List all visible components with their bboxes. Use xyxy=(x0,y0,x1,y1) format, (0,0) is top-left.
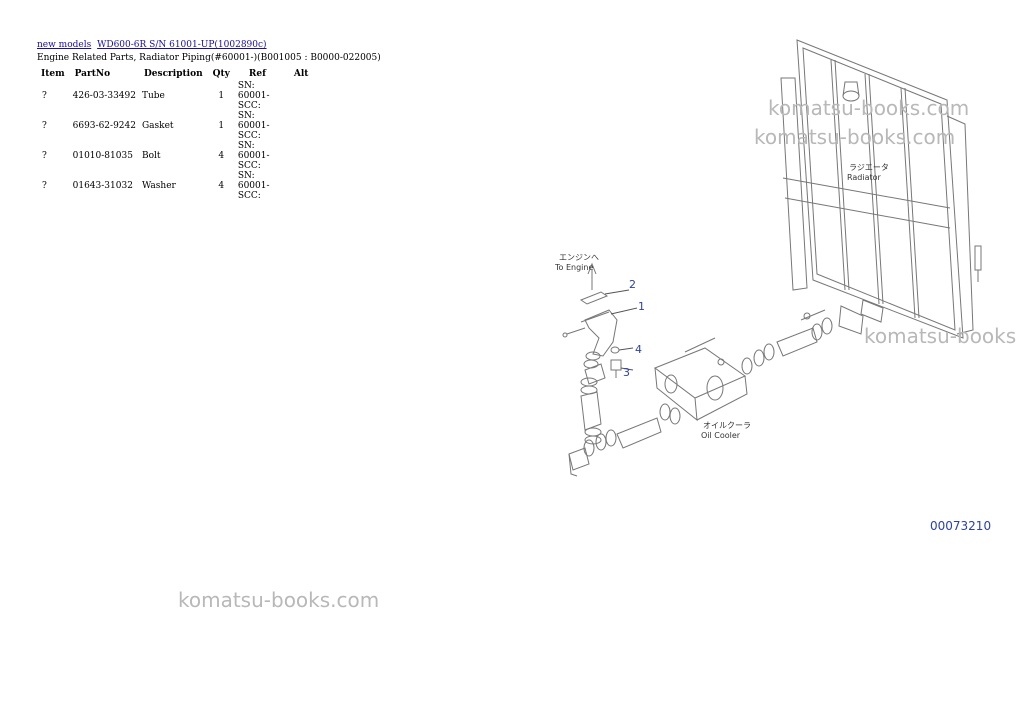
cell-alt xyxy=(289,81,314,111)
oil-cooler-drawing xyxy=(653,337,748,422)
oil-cooler-label: Oil Cooler xyxy=(701,431,741,440)
ref-sn: SN: 60001- xyxy=(237,81,270,101)
header-ref: Ref xyxy=(248,68,266,79)
callout-4: 4 xyxy=(635,343,642,356)
cell-qty: 4 xyxy=(218,181,225,191)
engine-label: To Engine xyxy=(554,263,593,272)
breadcrumb-link-new-models[interactable]: new models xyxy=(37,40,92,50)
cell-item: ? xyxy=(42,91,47,101)
ref-sn: SN: 60001- xyxy=(237,171,270,191)
callout-1: 1 xyxy=(638,300,645,313)
radiator-outlet-pipes xyxy=(741,299,884,375)
ref-sn: SN: 60001- xyxy=(237,141,270,161)
header-partno: PartNo xyxy=(74,68,111,79)
cell-qty: 4 xyxy=(218,151,225,161)
cell-alt xyxy=(289,171,314,201)
cell-description: Gasket xyxy=(141,121,174,131)
watermark: komatsu-books.com xyxy=(768,96,970,120)
breadcrumb: new models WD600-6R S/N 61001-UP(1002890… xyxy=(37,40,270,50)
callout-leaders xyxy=(604,289,638,371)
cell-item: ? xyxy=(42,121,47,131)
cell-item: ? xyxy=(42,151,47,161)
oil-cooler-label-jp: オイルクーラ xyxy=(703,421,751,430)
cell-partno: 6693-62-9242 xyxy=(72,121,136,131)
table-row: ? 426-03-33492 Tube 1 SN: 60001-SCC: xyxy=(36,81,313,111)
watermark: komatsu-books xyxy=(864,324,1017,348)
callout-2: 2 xyxy=(629,278,636,291)
cell-description: Washer xyxy=(141,181,176,191)
watermark: komatsu-books.com xyxy=(754,125,956,149)
breadcrumb-link-model[interactable]: WD600-6R S/N 61001-UP(1002890c) xyxy=(97,40,267,50)
table-row: ? 01010-81035 Bolt 4 SN: 60001-SCC: xyxy=(36,141,313,171)
ref-sn: SN: 60001- xyxy=(237,111,270,131)
header-qty: Qty xyxy=(212,68,230,79)
cell-qty: 1 xyxy=(218,121,225,131)
parts-table: Item PartNo Description Qty Ref Alt ? 42… xyxy=(36,66,313,202)
lower-hose-drawing xyxy=(568,403,681,477)
cell-partno: 426-03-33492 xyxy=(72,91,136,101)
watermark: komatsu-books.com xyxy=(178,588,380,612)
engine-hose-drawing xyxy=(580,351,606,445)
bolt-washer-drawing xyxy=(610,346,622,378)
table-header-row: Item PartNo Description Qty Ref Alt xyxy=(36,66,313,81)
cell-ref: SN: 60001-SCC: xyxy=(235,111,289,141)
header-item: Item xyxy=(41,68,65,79)
callout-3: 3 xyxy=(623,366,630,379)
ref-scc: SCC: xyxy=(237,101,261,111)
header-alt: Alt xyxy=(293,68,309,79)
cell-ref: SN: 60001-SCC: xyxy=(235,171,289,201)
table-row: ? 01643-31032 Washer 4 SN: 60001-SCC: xyxy=(36,171,313,201)
cell-alt xyxy=(289,111,314,141)
cell-alt xyxy=(289,141,314,171)
table-row: ? 6693-62-9242 Gasket 1 SN: 60001-SCC: xyxy=(36,111,313,141)
gasket-part-2-drawing xyxy=(579,262,609,305)
diagram-id: 00073210 xyxy=(930,519,992,533)
cell-partno: 01010-81035 xyxy=(72,151,133,161)
ref-scc: SCC: xyxy=(237,161,261,171)
cell-partno: 01643-31032 xyxy=(72,181,133,191)
radiator-drawing xyxy=(780,39,982,339)
cell-ref: SN: 60001-SCC: xyxy=(235,81,289,111)
header-description: Description xyxy=(143,68,203,79)
parts-diagram: ラジエータ Radiator エンジンへ To Engine オイルクーラ Oi… xyxy=(554,39,982,477)
ref-scc: SCC: xyxy=(237,131,261,141)
tube-part-1-drawing xyxy=(562,309,618,357)
radiator-label-jp: ラジエータ xyxy=(849,163,889,172)
ref-scc: SCC: xyxy=(237,191,261,201)
cell-ref: SN: 60001-SCC: xyxy=(235,141,289,171)
cell-description: Bolt xyxy=(141,151,161,161)
cell-qty: 1 xyxy=(218,91,225,101)
engine-label-jp: エンジンへ xyxy=(559,253,599,262)
radiator-label: Radiator xyxy=(847,173,882,182)
cell-description: Tube xyxy=(141,91,165,101)
page-title: Engine Related Parts, Radiator Piping(#6… xyxy=(37,53,381,63)
cell-item: ? xyxy=(42,181,47,191)
